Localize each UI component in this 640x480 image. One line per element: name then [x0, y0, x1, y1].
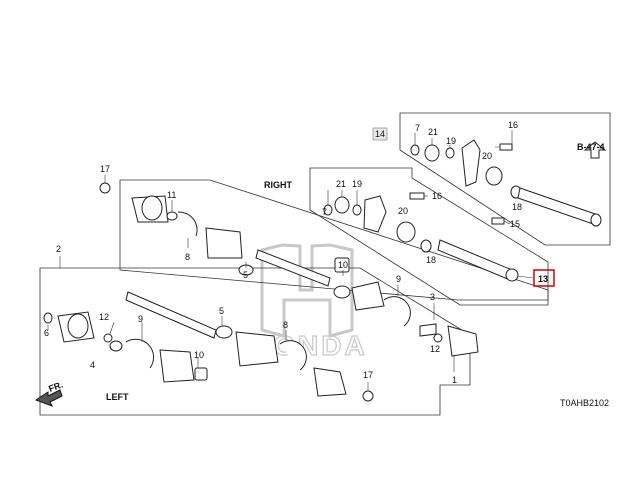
callout-19-top: 19: [446, 136, 456, 146]
up-arrow-icon: [583, 141, 607, 159]
callout-8: 8: [185, 252, 190, 262]
callout-20-top: 20: [482, 151, 492, 161]
callout-20-mid: 20: [398, 206, 408, 216]
front-arrow-icon: [34, 389, 63, 407]
callout-10-left: 10: [194, 350, 204, 360]
leader-lines: [47, 130, 534, 391]
upper-right-assembly: [410, 139, 602, 227]
left-driveshaft: [43, 291, 479, 402]
callout-17: 17: [100, 164, 110, 174]
callout-12-right: 12: [430, 344, 440, 354]
callout-11: 11: [167, 190, 176, 200]
callout-15: 15: [510, 219, 520, 229]
callout-5: 5: [243, 270, 248, 280]
callout-10: 10: [338, 260, 348, 270]
callout-13: 13: [538, 274, 548, 284]
callout-3: 3: [430, 292, 435, 302]
callout-18-top: 18: [512, 202, 522, 212]
callout-18-mid: 18: [426, 255, 436, 265]
callout-8-left: 8: [283, 320, 288, 330]
callout-7-mid: 7: [322, 207, 327, 217]
callout-5-left: 5: [219, 306, 224, 316]
callout-17-left: 17: [363, 370, 373, 380]
callout-2: 2: [56, 244, 61, 254]
highlight-box-13[interactable]: [533, 269, 555, 287]
frames: [39, 112, 611, 416]
callout-16-top: 16: [508, 120, 518, 130]
left-label: LEFT: [106, 392, 129, 402]
callout-9: 9: [396, 274, 401, 284]
middle-right-assembly: [323, 192, 519, 282]
callout-9-left: 9: [138, 314, 143, 324]
callout-16-mid: 16: [432, 191, 442, 201]
text-labels: RIGHT LEFT FR. B-47-4 T0AHB2102: [47, 142, 609, 408]
right-label: RIGHT: [264, 180, 293, 190]
greyed-box-14: [372, 127, 388, 141]
callout-21-top: 21: [428, 127, 438, 137]
callout-21-mid: 21: [336, 179, 346, 189]
callout-4: 4: [90, 360, 95, 370]
callouts: 17 11 8 5 10 9 21 19 7 16 20 18 15 14 7 …: [44, 120, 548, 385]
callout-6: 6: [44, 328, 49, 338]
right-driveshaft: [99, 182, 411, 327]
ref-code-label: B-47-4: [577, 142, 605, 152]
callout-12-left: 12: [99, 312, 109, 322]
callout-19-mid: 19: [352, 179, 362, 189]
callout-7-top: 7: [415, 123, 420, 133]
diagram-code: T0AHB2102: [560, 398, 609, 408]
callout-14: 14: [375, 129, 385, 139]
callout-1: 1: [452, 375, 457, 385]
front-arrow-label: FR.: [47, 380, 64, 394]
